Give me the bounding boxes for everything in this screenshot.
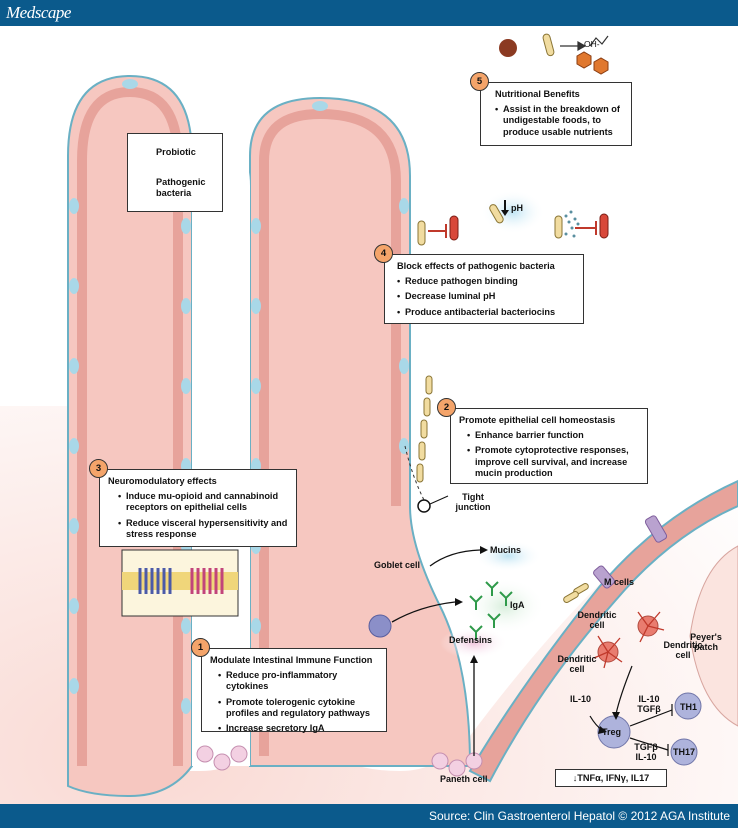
badge-5: 5 — [470, 72, 489, 91]
treg-arrowhead-top — [612, 712, 620, 720]
cannabinoid-receptor — [190, 568, 224, 594]
figure: Probiotic Pathogenic bacteria Nutritiona… — [0, 26, 738, 804]
mechanism-5-item-1: Assist in the breakdown of undigestable … — [495, 104, 625, 138]
mechanism-1-item-2: Promote tolerogenic cytokine profiles an… — [218, 697, 380, 719]
badge-4: 4 — [374, 244, 393, 263]
mechanism-2-item-1: Enhance barrier function — [467, 430, 641, 441]
tight-junction-circle — [417, 499, 431, 513]
tgfb-il10-lower-label: TGFβ IL-10 — [634, 742, 658, 763]
mechanism-1-title: Modulate Intestinal Immune Function — [210, 655, 373, 665]
treg-label: Treg — [602, 727, 622, 737]
left-villus-epithelium — [77, 86, 183, 766]
medscape-logo[interactable]: Medscape — [6, 3, 71, 22]
cytokines-down-label: ↓TNFα, IFNγ, IL17 — [572, 773, 650, 783]
pathogenic-legend-label: Pathogenic bacteria — [156, 177, 206, 198]
paneth-cells — [196, 745, 483, 777]
mechanism-3-box: Neuromodulatory effects Induce mu-opioid… — [99, 469, 297, 547]
cytokines-down-box: ↓TNFα, IFNγ, IL17 — [555, 769, 667, 787]
mechanism-1-item-1: Reduce pro-inflammatory cytokines — [218, 670, 380, 692]
defensins-glow — [440, 627, 508, 659]
mechanism-4-item-2: Decrease luminal pH — [397, 291, 577, 302]
mucins-arrowhead — [480, 546, 488, 554]
mechanism-4-title: Block effects of pathogenic bacteria — [397, 261, 555, 271]
mechanism-5-title: Nutritional Benefits — [495, 89, 580, 99]
probiotic-bacteria — [139, 33, 589, 603]
mechanism-3-title: Neuromodulatory effects — [108, 476, 217, 486]
th17-cell — [670, 738, 698, 766]
m-cells-label: M cells — [604, 577, 635, 587]
mechanism-2-title: Promote epithelial cell homeostasis — [459, 415, 616, 425]
peyers-patch-label: Peyer's patch — [690, 632, 722, 653]
iga-arrowhead — [455, 598, 463, 606]
badge-2: 2 — [437, 398, 456, 417]
dendritic-cell-label-3: Dendritic cell — [557, 654, 597, 675]
mucins-arrow — [429, 549, 481, 567]
mechanism-3-item-2: Reduce visceral hypersensitivity and str… — [118, 518, 290, 540]
food-particle — [499, 39, 517, 57]
mechanism-2-item-2: Promote cytoprotective responses, improv… — [467, 445, 641, 479]
iga-antibodies — [469, 581, 513, 640]
mechanism-4-box: Block effects of pathogenic bacteria Red… — [384, 254, 584, 324]
iga-arrow — [391, 601, 456, 623]
lamina-propria — [0, 326, 738, 804]
dendritic-cell-shapes — [593, 611, 665, 669]
defensins-label: Defensins — [449, 635, 493, 645]
mechanism-4-item-3: Produce antibacterial bacteriocins — [397, 307, 577, 318]
source-caption: Source: Clin Gastroenterol Hepatol © 201… — [428, 809, 730, 823]
bacteriocin-dots — [564, 210, 580, 238]
tight-junction-label: Tight junction — [455, 492, 491, 513]
ph-down-arrow — [501, 200, 509, 216]
b-cell — [368, 614, 392, 638]
peyers-patch-region — [689, 545, 738, 727]
badge-1: 1 — [191, 638, 210, 657]
treg-arrowhead-left — [598, 726, 607, 734]
mechanism-1-item-3: Increase secretory IgA — [218, 723, 380, 734]
mechanism-5-box: Nutritional Benefits Assist in the break… — [480, 82, 632, 146]
il10-left-label: IL-10 — [570, 694, 592, 704]
mechanism-3-item-1: Induce mu-opioid and cannabinoid recepto… — [118, 491, 290, 513]
nutrient-arrow — [560, 35, 609, 52]
dendritic-cell-label-1: Dendritic cell — [577, 610, 617, 631]
middle-villus — [249, 96, 472, 767]
il10-tgfb-upper-label: IL-10 TGFβ — [637, 694, 661, 715]
nutrient-molecules — [576, 51, 609, 75]
footer-bar: Source: Clin Gastroenterol Hepatol © 201… — [0, 804, 738, 828]
th17-label: TH17 — [673, 747, 696, 757]
mechanism-1-box: Modulate Intestinal Immune Function Redu… — [201, 648, 387, 735]
mucins-label: Mucins — [490, 545, 522, 555]
badge-3: 3 — [89, 459, 108, 478]
dendritic-cell-label-2: Dendritic cell — [663, 640, 703, 661]
th1-cell — [674, 692, 702, 720]
probiotic-legend-label: Probiotic — [156, 147, 196, 157]
mechanism-4-item-1: Reduce pathogen binding — [397, 276, 577, 287]
mucins-glow — [474, 540, 542, 572]
mechanism-2-box: Promote epithelial cell homeostasis Enha… — [450, 408, 648, 484]
m-cell-shapes — [593, 515, 668, 589]
defensins-arrowhead — [470, 655, 478, 663]
middle-villus-epithelium — [259, 108, 401, 756]
tight-junction-line — [429, 495, 449, 505]
goblet-cell-label: Goblet cell — [373, 560, 420, 570]
inhibition-marks — [428, 221, 597, 238]
ph-label: pH — [511, 203, 523, 213]
iga-label: IgA — [510, 600, 525, 610]
paneth-cell-label: Paneth cell — [440, 774, 488, 784]
legend-box: Probiotic Pathogenic bacteria — [127, 133, 223, 212]
opioid-receptor — [138, 568, 172, 594]
right-epithelium — [468, 479, 738, 783]
th1-label: TH1 — [680, 702, 698, 712]
immune-arrows — [589, 665, 673, 756]
oh-label: OH- — [584, 39, 600, 49]
ph-glow — [481, 190, 545, 234]
header-bar: Medscape — [0, 0, 738, 26]
